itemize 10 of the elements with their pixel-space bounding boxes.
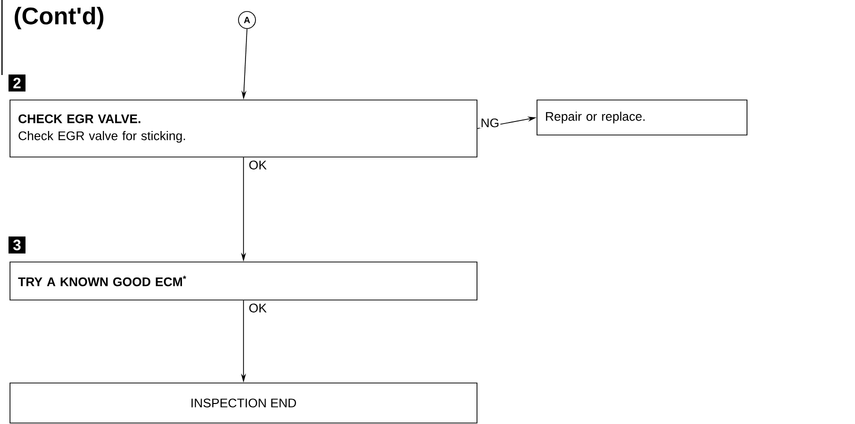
process-box: INSPECTION END — [10, 382, 478, 424]
process-box: TRY A KNOWN GOOD ECM$^{*}$ — [10, 262, 478, 300]
step-number: 3 — [8, 236, 26, 254]
edge-label: OK — [248, 160, 268, 170]
title: (Cont'd) — [14, 6, 104, 30]
step-number: 2 — [8, 74, 26, 92]
edge-label: NG — [480, 117, 500, 128]
edge-label: OK — [248, 302, 268, 314]
process-box: Repair or replace. — [536, 100, 748, 136]
process-box: CHECK EGR VALVE. Check EGR valve for sticking. — [10, 100, 478, 158]
